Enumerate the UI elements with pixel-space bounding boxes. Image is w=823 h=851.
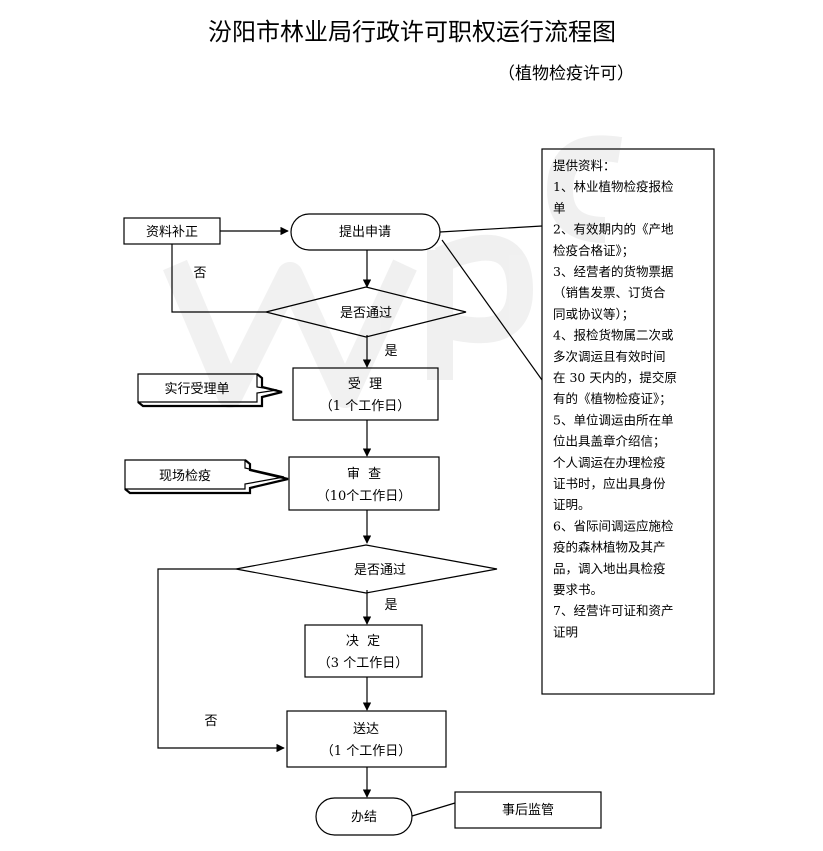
node-examine	[288, 456, 440, 511]
materials-line: 6、省际间调运应施检	[553, 518, 674, 533]
materials-line: 疫的森林植物及其产	[553, 540, 666, 555]
line-no1-loop	[171, 244, 266, 313]
note-examine-label: 现场检疫	[159, 468, 211, 484]
node-correct-label: 资料补正	[146, 225, 198, 240]
materials-line: 3、经营者的货物票据	[553, 264, 673, 279]
materials-line: 要求书。	[553, 582, 603, 597]
label-no1: 否	[193, 266, 206, 281]
materials-line: 提供资料：	[553, 158, 616, 173]
node-correct	[123, 217, 221, 245]
materials-line: 单	[553, 200, 566, 215]
node-review1	[265, 286, 467, 338]
materials-line: （销售发票、订货合	[553, 285, 666, 300]
arrow-no2-to-deliver	[157, 568, 285, 753]
node-accept	[292, 367, 439, 421]
connector-submit-to-materials-lower	[441, 239, 543, 381]
materials-line: 检疫合格证》；	[553, 243, 634, 258]
materials-line: 证明	[553, 624, 578, 639]
materials-line: 证明。	[553, 497, 591, 512]
node-supervise	[454, 791, 602, 829]
note-examine-shadow	[124, 459, 289, 495]
node-finish-label: 办结	[351, 810, 377, 825]
node-submit-label: 提出申请	[339, 224, 391, 240]
materials-line: 2、有效期内的《产地	[553, 222, 674, 237]
node-review1-label: 是否通过	[340, 306, 392, 321]
node-deliver-time: （1 个工作日）	[321, 744, 411, 759]
materials-line: 5、单位调运由所在单	[553, 412, 673, 427]
materials-line: 有的《植物检疫证》；	[553, 391, 672, 406]
connector-submit-to-materials	[439, 225, 543, 233]
materials-line: 多次调运且有效时间	[553, 349, 666, 364]
node-decide-time: （3 个工作日）	[318, 656, 408, 671]
label-no2: 否	[204, 714, 217, 729]
materials-line: 位出具盖章介绍信；	[553, 434, 666, 449]
materials-line: 品，调入地出具检疫	[553, 561, 666, 576]
materials-line: 在 30 天内的，提交原	[553, 370, 677, 385]
materials-line: 1、林业植物检疫报检	[553, 179, 674, 194]
node-examine-time: （10个工作日）	[317, 489, 412, 504]
label-yes2: 是	[384, 598, 397, 613]
materials-box	[541, 148, 715, 695]
node-review2	[235, 544, 498, 594]
node-finish	[315, 797, 413, 836]
node-deliver	[286, 710, 447, 768]
node-decide	[304, 624, 423, 678]
node-deliver-label: 送达	[353, 722, 379, 737]
materials-line: 个人调运在办理检疫	[553, 455, 666, 470]
node-supervise-label: 事后监管	[502, 803, 554, 818]
connector-finish-to-supervise	[411, 802, 456, 817]
note-accept	[137, 373, 278, 403]
node-decide-label: 决 定	[346, 634, 380, 649]
materials-line: 证书时，应出具身份	[553, 476, 666, 491]
node-accept-time: （1 个工作日）	[320, 399, 410, 414]
page-subtitle: （植物检疫许可）	[498, 64, 634, 84]
label-yes1: 是	[384, 344, 397, 359]
node-accept-label: 受 理	[348, 377, 382, 392]
materials-line: 4、报检货物属二次或	[553, 328, 674, 343]
node-examine-label: 审 查	[347, 467, 381, 482]
materials-line: 同或协议等）；	[553, 306, 634, 321]
page-title: 汾阳市林业局行政许可职权运行流程图	[208, 18, 616, 46]
node-submit	[290, 213, 441, 251]
materials-line: 7、经营许可证和资产	[553, 603, 673, 618]
node-review2-label: 是否通过	[354, 563, 406, 578]
note-accept-shadow	[137, 373, 283, 408]
note-accept-label: 实行受理单	[164, 382, 229, 397]
